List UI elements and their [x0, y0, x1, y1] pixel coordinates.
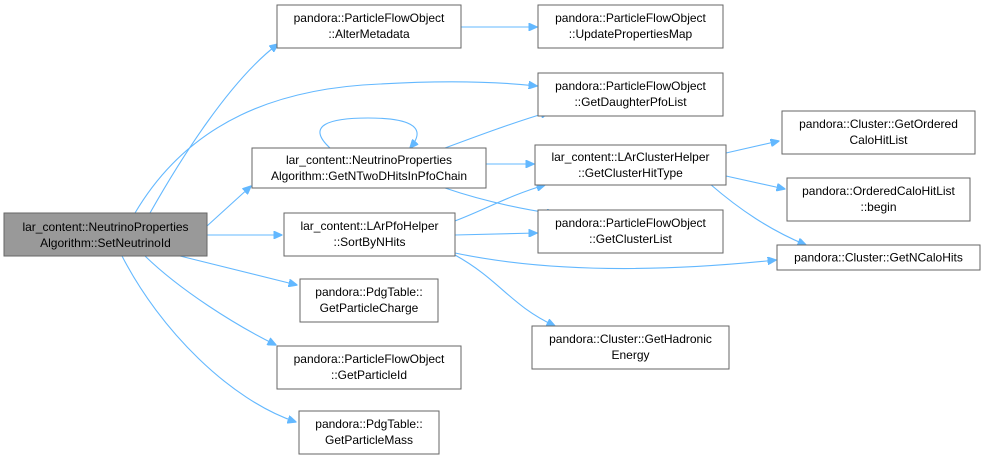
node-update-properties-map-line2: ::UpdatePropertiesMap	[569, 27, 693, 41]
edge-get-n-two-d-hits-to-get-daughter-pfo-list	[444, 112, 549, 149]
edge-root-to-alter-metadata	[149, 44, 278, 214]
node-update-properties-map[interactable]: pandora::ParticleFlowObject ::UpdateProp…	[537, 4, 724, 49]
edge-sort-by-n-hits-to-get-n-calo-hits	[454, 252, 776, 270]
node-get-cluster-hit-type[interactable]: lar_content::LArClusterHelper ::GetClust…	[534, 144, 727, 186]
node-get-daughter-pfo-list-line2: ::GetDaughterPfoList	[574, 95, 687, 109]
node-get-n-calo-hits[interactable]: pandora::Cluster::GetNCaloHits	[776, 244, 981, 271]
edge-root-to-get-particle-mass	[121, 255, 296, 422]
node-root[interactable]: lar_content::NeutrinoProperties Algorith…	[3, 212, 208, 257]
node-ordered-calo-hit-list-begin-line2: ::begin	[860, 200, 896, 214]
node-get-daughter-pfo-list-line1: pandora::ParticleFlowObject	[555, 79, 706, 93]
node-get-particle-id-line1: pandora::ParticleFlowObject	[294, 352, 445, 366]
node-get-n-two-d-hits-in-pfo-chain[interactable]: lar_content::NeutrinoProperties Algorith…	[251, 147, 487, 189]
node-get-daughter-pfo-list[interactable]: pandora::ParticleFlowObject ::GetDaughte…	[537, 72, 724, 117]
node-get-cluster-list-line2: ::GetClusterList	[589, 232, 672, 246]
node-get-hadronic-energy-line2: Energy	[611, 348, 649, 362]
node-sort-by-n-hits[interactable]: lar_content::LArPfoHelper ::SortByNHits	[283, 212, 456, 257]
edges	[121, 27, 806, 422]
node-root-line1: lar_content::NeutrinoProperties	[22, 220, 188, 234]
node-get-hadronic-energy[interactable]: pandora::Cluster::GetHadronic Energy	[531, 325, 730, 370]
node-get-particle-mass-line2: GetParticleMass	[325, 433, 413, 447]
edge-get-cluster-hit-type-to-get-ordered-calo-hit-list	[725, 141, 779, 154]
node-get-ordered-calo-hit-list[interactable]: pandora::Cluster::GetOrdered CaloHitList	[781, 110, 976, 155]
node-alter-metadata[interactable]: pandora::ParticleFlowObject ::AlterMetad…	[276, 4, 462, 49]
node-root-line2: Algorithm::SetNeutrinoId	[40, 236, 171, 250]
node-ordered-calo-hit-list-begin-line1: pandora::OrderedCaloHitList	[802, 184, 955, 198]
node-get-particle-charge-line1: pandora::PdgTable::	[315, 285, 422, 299]
edge-root-to-get-daughter-pfo-list	[134, 82, 537, 214]
edge-sort-by-n-hits-to-get-cluster-list	[454, 233, 537, 235]
node-sort-by-n-hits-line1: lar_content::LArPfoHelper	[300, 219, 438, 233]
edge-sort-by-n-hits-to-get-hadronic-energy	[454, 254, 555, 326]
node-get-particle-mass-line1: pandora::PdgTable::	[315, 417, 422, 431]
node-alter-metadata-line1: pandora::ParticleFlowObject	[294, 11, 445, 25]
edge-get-n-two-d-hits-self-loop	[319, 117, 417, 148]
edge-get-cluster-hit-type-to-ordered-calo-hit-list-begin	[725, 175, 785, 189]
node-sort-by-n-hits-line2: ::SortByNHits	[333, 235, 405, 249]
node-alter-metadata-line2: ::AlterMetadata	[328, 27, 410, 41]
node-get-particle-mass[interactable]: pandora::PdgTable:: GetParticleMass	[298, 410, 440, 455]
edge-get-cluster-hit-type-to-get-n-calo-hits	[709, 183, 806, 245]
node-get-cluster-list[interactable]: pandora::ParticleFlowObject ::GetCluster…	[537, 209, 724, 254]
node-ordered-calo-hit-list-begin[interactable]: pandora::OrderedCaloHitList ::begin	[786, 177, 971, 222]
node-get-ordered-calo-hit-list-line1: pandora::Cluster::GetOrdered	[799, 117, 958, 131]
node-get-n-two-d-hits-line1: lar_content::NeutrinoProperties	[286, 153, 452, 167]
node-get-particle-id[interactable]: pandora::ParticleFlowObject ::GetParticl…	[276, 345, 462, 390]
edge-root-to-get-particle-id	[144, 255, 276, 345]
node-get-cluster-hit-type-line2: ::GetClusterHitType	[578, 166, 683, 180]
node-get-particle-id-line2: ::GetParticleId	[331, 368, 407, 382]
edge-sort-by-n-hits-to-get-cluster-hit-type	[451, 185, 545, 223]
edge-root-to-get-particle-charge	[179, 255, 297, 285]
node-get-particle-charge-line2: GetParticleCharge	[320, 301, 419, 315]
node-get-ordered-calo-hit-list-line2: CaloHitList	[849, 133, 908, 147]
node-get-particle-charge[interactable]: pandora::PdgTable:: GetParticleCharge	[299, 278, 439, 323]
node-get-cluster-hit-type-line1: lar_content::LArClusterHelper	[551, 150, 709, 164]
node-get-cluster-list-line1: pandora::ParticleFlowObject	[555, 216, 706, 230]
edge-root-to-get-n-two-d-hits	[206, 186, 251, 227]
node-get-n-two-d-hits-line2: Algorithm::GetNTwoDHitsInPfoChain	[271, 169, 467, 183]
node-get-hadronic-energy-line1: pandora::Cluster::GetHadronic	[549, 332, 712, 346]
node-update-properties-map-line1: pandora::ParticleFlowObject	[555, 11, 706, 25]
node-get-n-calo-hits-line1: pandora::Cluster::GetNCaloHits	[794, 251, 963, 265]
